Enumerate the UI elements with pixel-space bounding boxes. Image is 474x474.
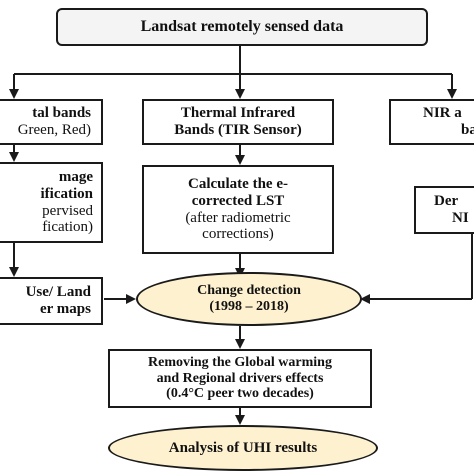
lst-line2: corrected LST bbox=[191, 192, 285, 209]
classification-line2: ification bbox=[40, 185, 94, 202]
ndvi-line2: NI bbox=[452, 210, 469, 226]
change-detection-line1: Change detection bbox=[197, 283, 301, 299]
lst-line4: corrections) bbox=[202, 226, 274, 243]
landuse-line1: Use/ Land bbox=[25, 284, 91, 301]
nir-bands-box: NIR a ba bbox=[389, 99, 474, 145]
removing-line3: (0.4°C peer two decades) bbox=[166, 386, 314, 402]
change-detection-ellipse: Change detection (1998 – 2018) bbox=[136, 272, 362, 326]
calculate-lst-box: Calculate the e- corrected LST (after ra… bbox=[142, 165, 334, 254]
landuse-line2: er maps bbox=[40, 301, 91, 317]
nir-bands-line1: NIR a bbox=[423, 105, 462, 122]
thermal-bands-line1: Thermal Infrared bbox=[180, 105, 296, 122]
removing-line2: and Regional drivers effects bbox=[156, 370, 324, 386]
lst-line1: Calculate the e- bbox=[188, 175, 288, 192]
landsat-data-box: Landsat remotely sensed data bbox=[56, 8, 428, 46]
removing-effects-box: Removing the Global warming and Regional… bbox=[108, 349, 372, 408]
land-use-maps-box: Use/ Land er maps bbox=[0, 277, 103, 325]
analysis-uhi-ellipse: Analysis of UHI results bbox=[108, 425, 378, 471]
analysis-uhi-label: Analysis of UHI results bbox=[168, 439, 318, 456]
classification-line3: pervised bbox=[42, 202, 93, 219]
thermal-bands-box: Thermal Infrared Bands (TIR Sensor) bbox=[142, 99, 334, 145]
derive-ndvi-box: Der NI bbox=[414, 186, 474, 234]
change-detection-line2: (1998 – 2018) bbox=[209, 299, 289, 314]
classification-line4: fication) bbox=[42, 219, 93, 236]
classification-line1: mage bbox=[58, 168, 93, 185]
landsat-data-label: Landsat remotely sensed data bbox=[140, 18, 344, 36]
visual-bands-line2: Green, Red) bbox=[17, 122, 91, 138]
removing-line1: Removing the Global warming bbox=[148, 354, 332, 370]
ndvi-line1: Der bbox=[434, 193, 459, 210]
visual-bands-box: tal bands Green, Red) bbox=[0, 99, 103, 145]
lst-line3: (after radiometric bbox=[185, 209, 291, 226]
visual-bands-line1: tal bands bbox=[32, 105, 91, 122]
nir-bands-line2: ba bbox=[461, 122, 474, 138]
thermal-bands-line2: Bands (TIR Sensor) bbox=[174, 122, 302, 138]
image-classification-box: mage ification pervised fication) bbox=[0, 162, 103, 243]
